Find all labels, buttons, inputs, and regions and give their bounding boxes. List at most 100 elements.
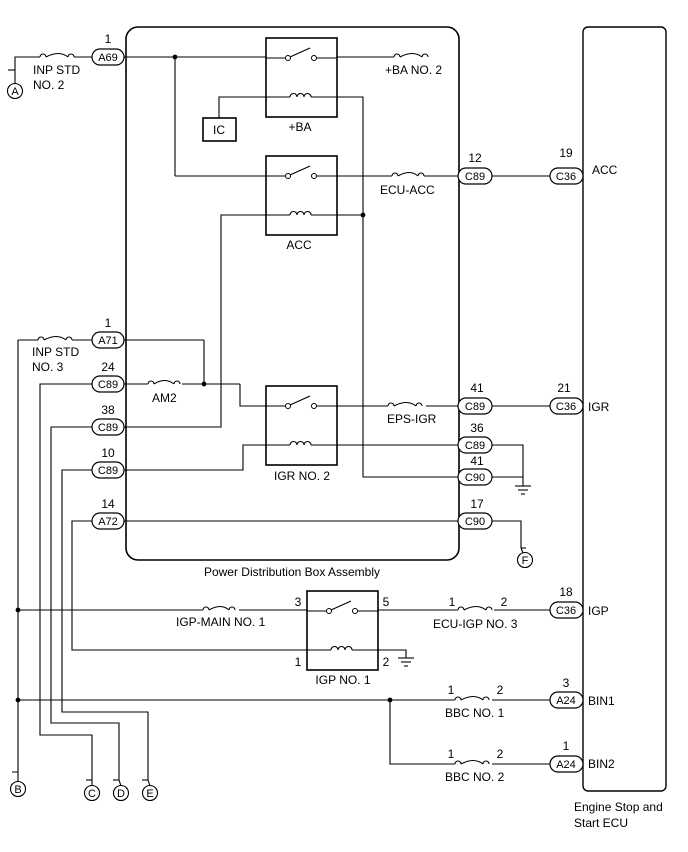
fuse-pin: 2: [501, 595, 508, 609]
igp-relay-pin-5: 5: [383, 595, 390, 609]
connector-label: C89: [465, 440, 485, 452]
svg-text:D: D: [117, 788, 125, 800]
terminal-e: E: [141, 784, 159, 802]
fuses: [37, 52, 493, 765]
connector-a71: [91, 331, 125, 349]
connectors: [91, 48, 584, 773]
connector-pin: 36: [470, 421, 484, 435]
fuse-am2: [147, 379, 181, 385]
svg-text:C: C: [88, 788, 96, 800]
connector-c36-21: [549, 397, 584, 415]
ecu-label-line2: Start ECU: [574, 816, 628, 830]
svg-text:E: E: [146, 788, 153, 800]
connector-a24-1: [549, 755, 584, 773]
signal-bin1-label: BIN1: [588, 694, 615, 708]
connector-label: C90: [465, 472, 485, 484]
connector-label: A71: [98, 335, 118, 347]
connector-label: C36: [556, 171, 576, 183]
terminal-d: D: [112, 784, 130, 802]
connector-label: A72: [98, 516, 118, 528]
connector-pin: 1: [105, 32, 112, 46]
connector-pin: 41: [470, 381, 484, 395]
connector-label: C89: [465, 171, 485, 183]
connector-pin: 41: [470, 454, 484, 468]
connector-label: A24: [556, 695, 576, 707]
fuse-igp-main1: [202, 605, 236, 611]
relay-igp-no1: [306, 590, 379, 671]
connector-pin: 18: [559, 585, 573, 599]
fuse-ecu-acc: [391, 171, 430, 177]
connector-c89-41: [457, 397, 493, 415]
connector-a24-3: [549, 691, 584, 709]
connector-label: C89: [98, 465, 118, 477]
connector-label: A69: [98, 52, 118, 64]
fuse-label: ECU-IGP NO. 3: [433, 617, 518, 631]
relay-acc-label: ACC: [286, 238, 312, 252]
fuse-label: BBC NO. 1: [445, 706, 505, 720]
power-distribution-box-outline: [125, 26, 460, 561]
relay-ba: [265, 37, 338, 118]
terminal-a: A: [6, 82, 24, 100]
connector-pin: 10: [101, 446, 115, 460]
connector-label: C90: [465, 516, 485, 528]
connector-label: C89: [98, 422, 118, 434]
igp-relay-pin-2: 2: [383, 655, 390, 669]
terminal-f: F: [516, 551, 534, 569]
igp-relay-pin-1: 1: [295, 655, 302, 669]
connector-c89-10: [91, 461, 125, 479]
connector-a69: [91, 48, 125, 66]
connector-label: C36: [556, 605, 576, 617]
fuse-pin: 1: [449, 595, 456, 609]
fuse-pin: 2: [497, 683, 504, 697]
svg-text:F: F: [522, 555, 529, 567]
fuse-label: IGP-MAIN NO. 1: [176, 615, 266, 629]
signal-igr-label: IGR: [588, 400, 610, 414]
signal-bin2-label: BIN2: [588, 757, 615, 771]
connector-a72: [91, 512, 125, 530]
ecu-label-line1: Engine Stop and: [574, 800, 663, 814]
igp-relay-pin-3: 3: [295, 595, 302, 609]
connector-pin: 12: [468, 151, 482, 165]
power-distribution-box-label: Power Distribution Box Assembly: [204, 565, 380, 579]
connector-label: A24: [556, 759, 576, 771]
connector-pin: 3: [563, 676, 570, 690]
connector-label: C36: [556, 401, 576, 413]
relay-acc: [265, 155, 338, 236]
fuse-label: INP STD: [32, 345, 79, 359]
connector-c89-24: [91, 375, 125, 393]
relay-ba-label: +BA: [288, 120, 311, 134]
fuse-bbc1: [454, 695, 490, 701]
connector-c89-36: [457, 436, 493, 454]
fuse-bbc2: [454, 759, 490, 765]
fuse-label: NO. 3: [32, 360, 64, 374]
fuse-label: +BA NO. 2: [385, 63, 442, 77]
fuse-ba-no2: [393, 52, 429, 58]
wires: [8, 56, 550, 781]
fuse-ecu-igp3: [457, 605, 493, 611]
terminal-c: C: [83, 784, 101, 802]
junction-dots: [15, 54, 393, 703]
fuse-eps-igr: [387, 401, 423, 407]
relay-igr-no2: [265, 385, 338, 466]
ic-label: IC: [213, 123, 225, 137]
connector-pin: 14: [101, 497, 115, 511]
fuse-inp-std2: [39, 52, 75, 58]
terminal-b: B: [9, 780, 27, 798]
connector-pin: 38: [101, 403, 115, 417]
connector-c36-18: [549, 601, 584, 619]
connector-pin: 24: [101, 360, 115, 374]
connector-c89-38: [91, 418, 125, 436]
fuse-label: INP STD: [33, 63, 80, 77]
connector-label: C89: [465, 401, 485, 413]
signal-igp-label: IGP: [588, 604, 609, 618]
fuse-inp-std3: [37, 335, 73, 341]
connector-c89-12: [457, 167, 493, 185]
connector-c90-17: [457, 512, 493, 530]
fuse-label: BBC NO. 2: [445, 770, 505, 784]
signal-acc-label: ACC: [592, 163, 618, 177]
connector-c90-41: [457, 468, 493, 486]
connector-label: C89: [98, 379, 118, 391]
fuse-label: NO. 2: [33, 78, 65, 92]
